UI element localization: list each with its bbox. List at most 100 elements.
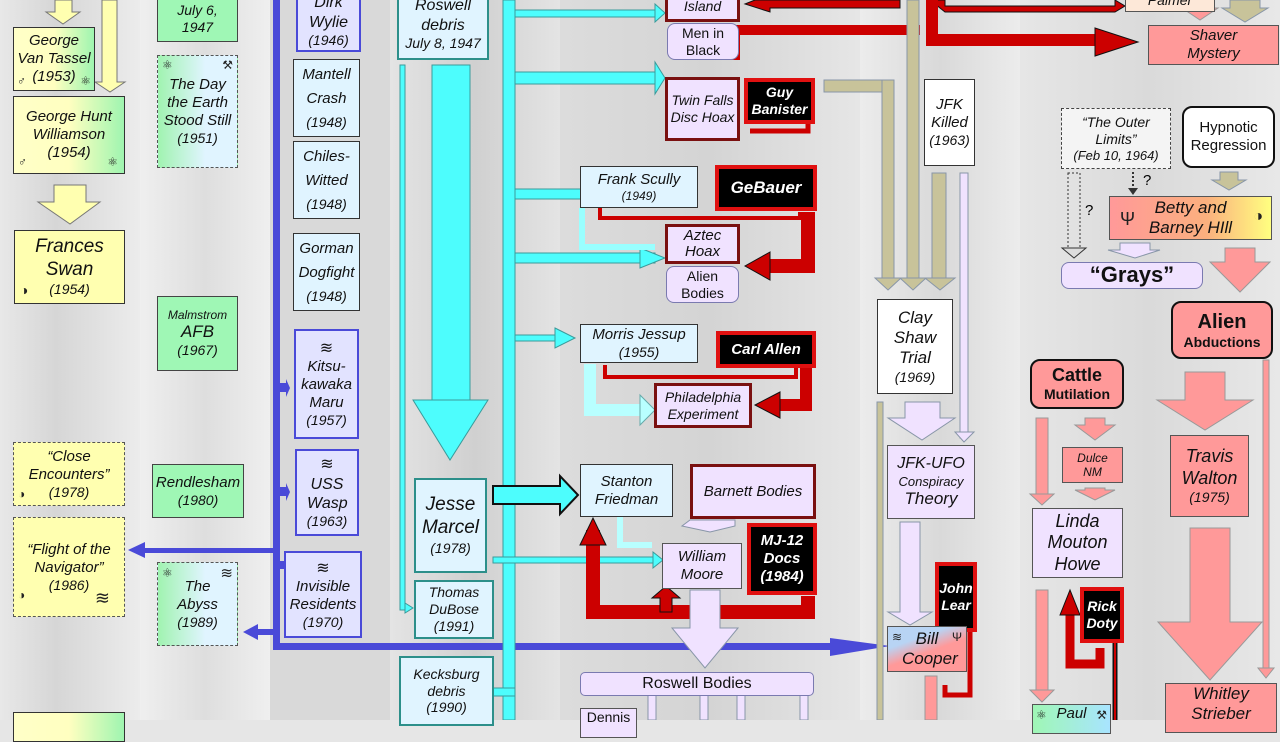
node-dirk-wylie[interactable]: Dirk Wylie (1946) [296, 0, 361, 52]
node-william-moore[interactable]: William Moore [662, 543, 742, 589]
wrench-icon: ⚒ [1096, 708, 1107, 722]
node-jfk-ufo-conspiracy[interactable]: JFK-UFO Conspiracy Theory [887, 445, 975, 519]
node-travis-walton[interactable]: Travis Walton (1975) [1170, 435, 1249, 517]
node-linda-mouton-howe[interactable]: Linda Mouton Howe [1032, 508, 1123, 578]
node-chiles-witted[interactable]: Chiles-Witted (1948) [293, 141, 360, 219]
node-mj12-docs[interactable]: MJ-12 Docs (1984) [747, 523, 817, 595]
node-guy-banister[interactable]: Guy Banister [744, 78, 815, 124]
node-frank-scully[interactable]: Frank Scully (1949) [580, 166, 698, 208]
blue-arrowhead-bill-cooper [830, 638, 890, 656]
node-cattle-mutilation[interactable]: Cattle Mutilation [1030, 359, 1124, 409]
blue-tick-wasp [280, 483, 290, 501]
telepathy-head-icon: ◑ [18, 587, 26, 602]
node-hypnotic-regression[interactable]: Hypnotic Regression [1182, 106, 1275, 168]
blue-stub-left [260, 548, 276, 551]
blue-trunk [273, 0, 280, 650]
cyan-jesse-friedman [492, 473, 580, 517]
node-grays[interactable]: “Grays” [1061, 262, 1203, 289]
node-partial-bottom [13, 712, 125, 742]
node-whitley-strieber[interactable]: Whitley Strieber [1165, 683, 1277, 733]
node-kitsukawaka-maru[interactable]: ≋ Kitsu-kawaka Maru (1957) [294, 329, 359, 439]
cyan-roswell-head [412, 399, 489, 461]
node-barnett-bodies[interactable]: Barnett Bodies [690, 464, 816, 519]
node-aztec-hoax[interactable]: Aztec Hoax [665, 224, 740, 264]
wave-icon: ≋ [892, 630, 903, 644]
node-john-lear[interactable]: John Lear [935, 562, 977, 632]
cyan-jesse-moore [492, 556, 654, 564]
blue-abyss-line [258, 629, 276, 635]
node-stanton-friedman[interactable]: Stanton Friedman [580, 464, 673, 517]
wave-icon: ≋ [320, 456, 334, 474]
question-mark-2: ? [1085, 202, 1094, 219]
node-the-outer-limits[interactable]: “The Outer Limits” (Feb 10, 1964) [1061, 108, 1171, 169]
arrow-moore-to-roswell-bodies [670, 589, 740, 669]
telepathy-head-icon: ◑ [20, 282, 29, 299]
cyan-branch-4 [514, 252, 656, 264]
node-frances-swan[interactable]: Frances Swan (1954) ◑ [14, 230, 125, 304]
cyan-branch-1 [514, 9, 656, 18]
arrow-yellow-long [93, 0, 127, 93]
node-the-abyss[interactable]: The Abyss (1989) ⚛ ≋ [157, 562, 238, 646]
node-clay-shaw-trial[interactable]: Clay Shaw Trial (1969) [877, 299, 953, 394]
question-mark-1: ? [1143, 172, 1152, 189]
node-day-earth-stood-still[interactable]: The Day the Earth Stood Still (1951) ⚛ ⚒ [157, 55, 238, 168]
node-roswell-debris[interactable]: Roswell debris July 8, 1947 [397, 0, 489, 60]
alien-head-icon: ♂ [18, 154, 27, 169]
node-jfk-killed[interactable]: JFK Killed (1963) [924, 79, 975, 166]
telepathy-head-icon: ◑ [1253, 208, 1263, 225]
node-twin-falls-disc-hoax[interactable]: Twin Falls Disc Hoax [665, 77, 740, 141]
node-malmstrom-afb[interactable]: Malmstrom AFB (1967) [157, 296, 238, 371]
node-jesse-marcel[interactable]: Jesse Marcel (1978) [414, 478, 487, 573]
telepathy-head-icon: ◑ [18, 486, 26, 501]
node-philadelphia-experiment[interactable]: Philadelphia Experiment [654, 383, 752, 428]
node-george-van-tassel[interactable]: George Van Tassel (1953) ♂ ⚛ [13, 27, 95, 91]
node-palmer[interactable]: Palmer [1125, 0, 1215, 12]
node-rendlesham[interactable]: Rendlesham (1980) [152, 464, 244, 518]
node-rick-doty[interactable]: Rick Doty [1080, 587, 1124, 643]
node-men-in-black[interactable]: Men in Black [667, 23, 739, 60]
node-roswell-bodies[interactable]: Roswell Bodies [580, 672, 814, 696]
wave-icon: ≋ [316, 559, 330, 577]
node-morris-jessup[interactable]: Morris Jessup (1955) [580, 324, 698, 363]
node-thomas-dubose[interactable]: Thomas DuBose (1991) [414, 580, 494, 639]
wave-icon: ≋ [220, 565, 233, 582]
arrow-yellow-top [44, 0, 82, 25]
atom-icon: ⚛ [107, 154, 118, 169]
node-carl-allen[interactable]: Carl Allen [716, 331, 816, 368]
arrow-yellow-down [36, 184, 102, 225]
node-mantell-crash[interactable]: Mantell Crash (1948) [293, 59, 360, 137]
node-shaver-mystery[interactable]: Shaver Mystery [1148, 25, 1279, 65]
blue-arrowhead-abyss [243, 624, 258, 640]
node-george-hunt-williamson[interactable]: George Hunt Williamson (1954) ♂ ⚛ [13, 96, 125, 174]
wrench-icon: ⚒ [222, 58, 233, 72]
node-dennis[interactable]: Dennis [580, 708, 637, 738]
connector-layer [36, 0, 1276, 720]
node-alien-abductions[interactable]: Alien Abductions [1171, 301, 1273, 359]
node-bill-cooper[interactable]: Bill Cooper ≋ Ψ [887, 626, 967, 672]
node-flight-of-the-navigator[interactable]: “Flight of the Navigator” (1986) ◑ ≋ [13, 517, 125, 617]
node-betty-and-barney-hill[interactable]: Betty and Barney HIll Ψ ◑ [1109, 196, 1272, 240]
trident-icon: Ψ [951, 630, 962, 644]
node-july-6-1947[interactable]: July 6, 1947 [157, 0, 238, 42]
atom-icon: ⚛ [162, 58, 173, 72]
node-kecksburg-debris[interactable]: Kecksburg debris (1990) [399, 656, 494, 726]
node-alien-bodies[interactable]: Alien Bodies [666, 266, 739, 303]
blue-tick-kitsu [280, 379, 290, 397]
node-gebauer[interactable]: GeBauer [715, 165, 817, 211]
node-maury-island[interactable]: Island [665, 0, 740, 22]
node-invisible-residents[interactable]: ≋ Invisible Residents (1970) [284, 551, 362, 638]
wave-icon: ≋ [94, 588, 110, 609]
node-gorman-dogfight[interactable]: Gorman Dogfight (1948) [293, 233, 360, 311]
cyan-branch-5 [514, 334, 556, 342]
wave-icon: ≋ [319, 340, 334, 357]
cyan-trunk [502, 0, 516, 720]
cyan-roswell-shaft [431, 64, 471, 406]
blue-bottom-line [273, 643, 833, 650]
atom-icon: ⚛ [162, 566, 173, 580]
red-shaver-arrow [926, 0, 1100, 46]
node-uss-wasp[interactable]: ≋ USS Wasp (1963) [295, 449, 359, 536]
node-paul[interactable]: Paul ⚛ ⚒ [1032, 704, 1111, 734]
node-close-encounters[interactable]: “Close Encounters” (1978) ◑ [13, 442, 125, 506]
node-dulce-nm[interactable]: Dulce NM [1062, 447, 1123, 483]
atom-icon: ⚛ [80, 73, 91, 88]
